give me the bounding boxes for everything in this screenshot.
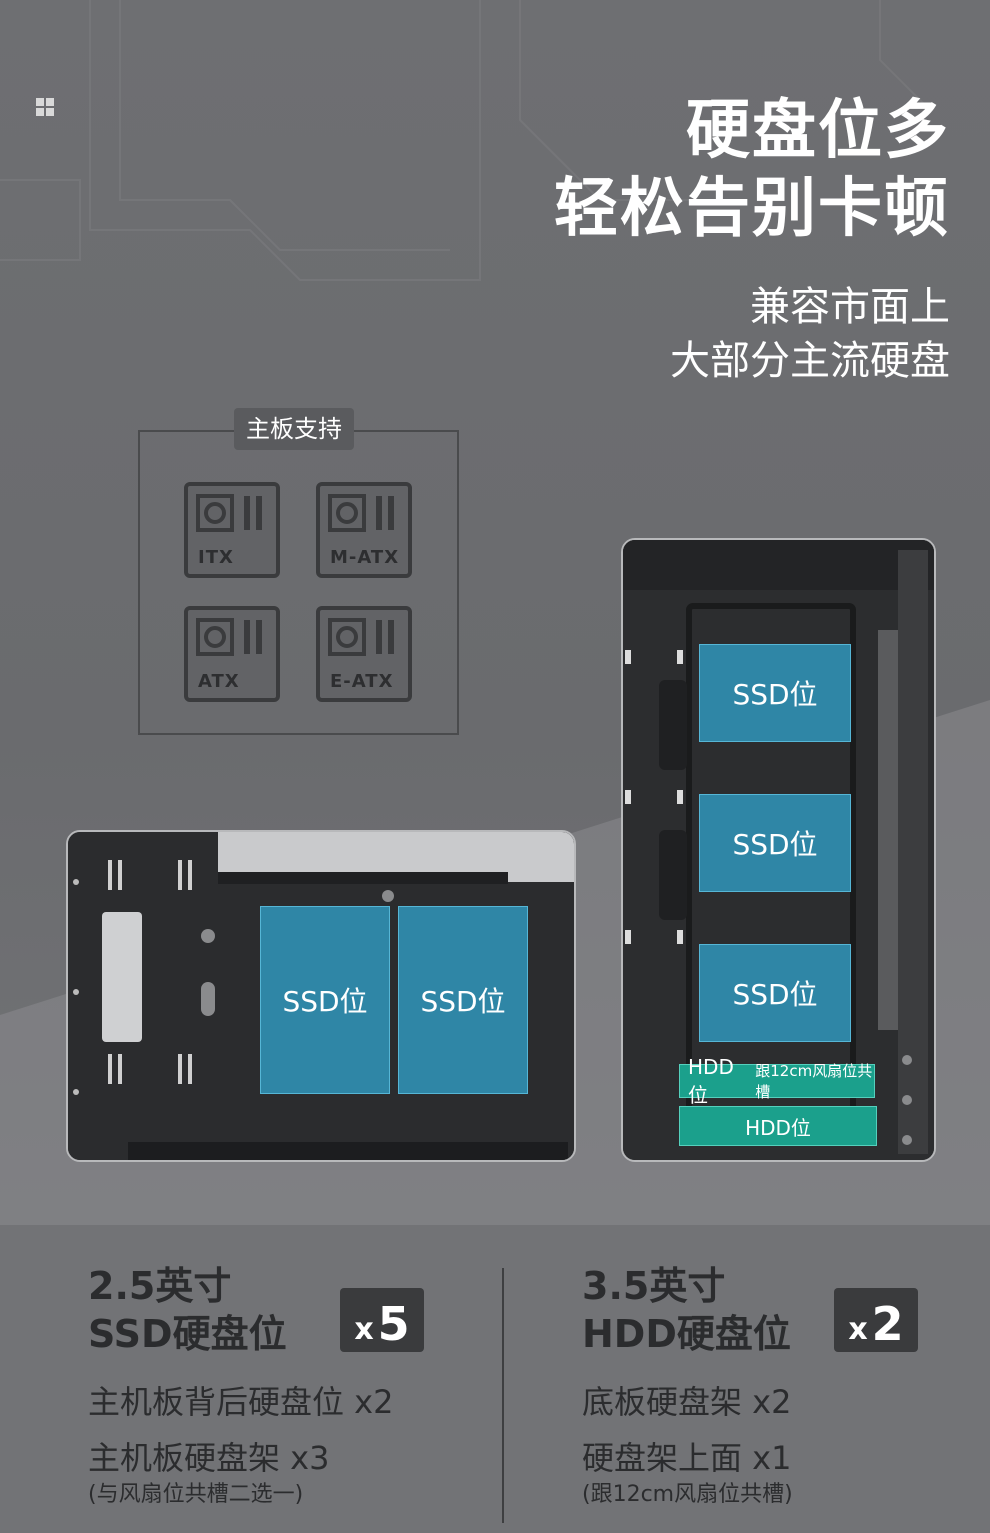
- hdd-spec-line-1: 底板硬盘架 x2: [582, 1383, 792, 1421]
- brand-grid-icon: [36, 98, 54, 116]
- board-chip-icon: [196, 494, 262, 532]
- board-chip-icon: [328, 494, 394, 532]
- ssd-spec-note: (与风扇位共槽二选一): [88, 1482, 304, 1507]
- hdd-slot-top: HDD位 跟12cm风扇位共槽: [679, 1055, 875, 1107]
- hdd-count-badge: x 2: [834, 1288, 918, 1352]
- case-back-panel-illustration: SSD位 SSD位: [66, 830, 576, 1162]
- spec-divider: [502, 1268, 504, 1523]
- motherboard-itx-icon: ITX: [184, 482, 280, 578]
- ssd-count-x: x: [354, 1312, 374, 1347]
- board-chip-icon: [328, 618, 394, 656]
- ssd-slot-cage-1: SSD位: [699, 644, 851, 742]
- hdd-spec-title: 3.5英寸 HDD硬盘位: [582, 1262, 791, 1358]
- subheadline: 兼容市面上 大部分主流硬盘: [670, 280, 950, 388]
- background-bottom: [0, 1225, 990, 1533]
- headline-line-2: 轻松告别卡顿: [554, 172, 950, 246]
- ssd-spec-title: 2.5英寸 SSD硬盘位: [88, 1262, 287, 1358]
- motherboard-eatx-icon: E-ATX: [316, 606, 412, 702]
- hdd-spec-note: (跟12cm风扇位共槽): [582, 1482, 793, 1507]
- subheadline-line-1: 兼容市面上: [750, 284, 950, 330]
- ssd-count-badge: x 5: [340, 1288, 424, 1352]
- hdd-count-x: x: [848, 1312, 868, 1347]
- case-drive-cage-illustration: SSD位 SSD位 SSD位 HDD位 跟12cm风扇位共槽 HDD位: [621, 538, 936, 1162]
- hdd-spec-line-2: 硬盘架上面 x1: [582, 1439, 792, 1477]
- hdd-spec-title-line-1: 3.5英寸: [582, 1264, 726, 1308]
- ssd-spec-line-2: 主机板硬盘架 x3: [88, 1439, 330, 1477]
- hdd-count-value: 2: [871, 1297, 904, 1351]
- ssd-spec-line-1: 主机板背后硬盘位 x2: [88, 1383, 394, 1421]
- motherboard-atx-icon: ATX: [184, 606, 280, 702]
- motherboard-matx-icon: M-ATX: [316, 482, 412, 578]
- board-label-atx: ATX: [198, 671, 240, 692]
- decorative-circuit-lines: [0, 0, 931, 281]
- hdd-spec-title-line-2: HDD硬盘位: [582, 1312, 791, 1356]
- hdd-slot-top-label: HDD位: [688, 1054, 734, 1107]
- ssd-spec-title-line-2: SSD硬盘位: [88, 1312, 287, 1356]
- ssd-slot-back-1: SSD位: [260, 906, 390, 1094]
- headline-line-1: 硬盘位多: [686, 94, 950, 168]
- ssd-spec-title-line-1: 2.5英寸: [88, 1264, 232, 1308]
- board-label-matx: M-ATX: [330, 547, 400, 568]
- board-label-eatx: E-ATX: [330, 671, 394, 692]
- subheadline-line-2: 大部分主流硬盘: [670, 338, 950, 384]
- case-drive-cage-graphic: [623, 540, 934, 1160]
- headline: 硬盘位多 轻松告别卡顿: [554, 92, 950, 248]
- ssd-slot-cage-2: SSD位: [699, 794, 851, 892]
- ssd-count-value: 5: [377, 1297, 410, 1351]
- hdd-slot-top-note: 跟12cm风扇位共槽: [755, 1062, 873, 1101]
- ssd-slot-back-2: SSD位: [398, 906, 528, 1094]
- ssd-slot-cage-3: SSD位: [699, 944, 851, 1042]
- board-label-itx: ITX: [198, 547, 234, 568]
- board-chip-icon: [196, 618, 262, 656]
- motherboard-support-title: 主板支持: [234, 408, 354, 450]
- hdd-slot-bottom: HDD位: [679, 1106, 877, 1146]
